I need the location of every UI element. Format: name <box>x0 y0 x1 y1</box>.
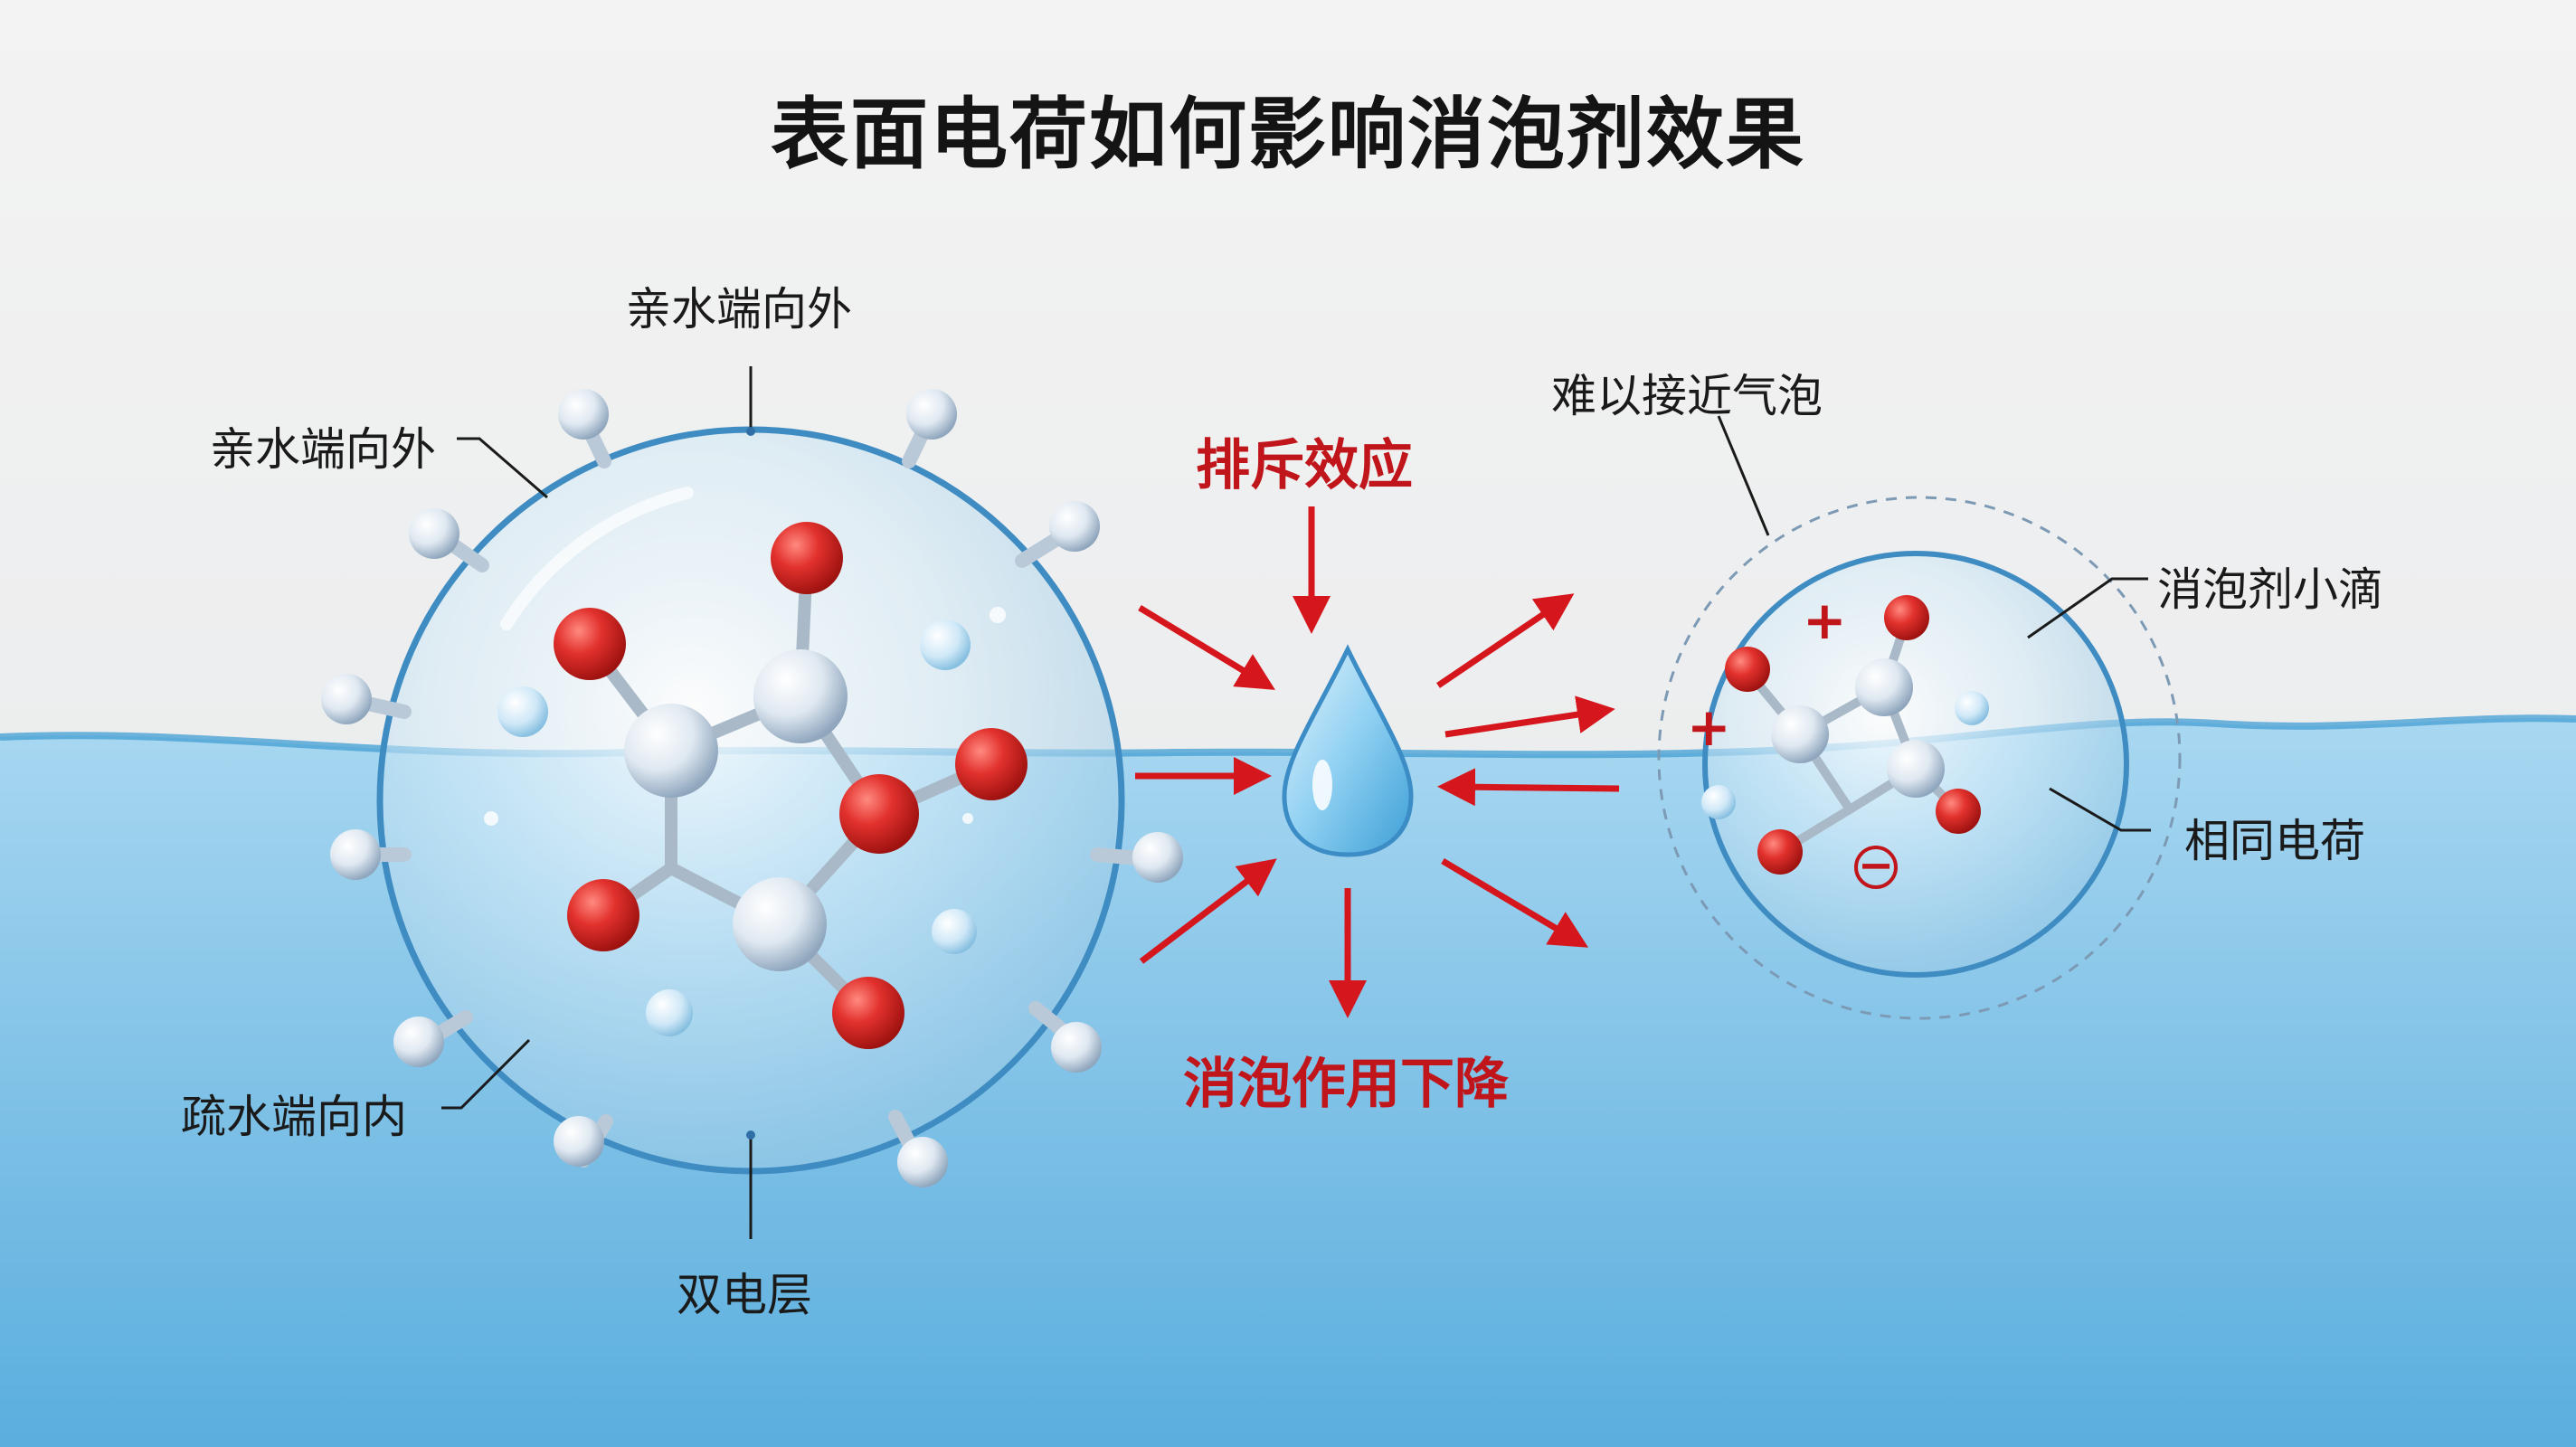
right-leader-lines <box>1717 415 2151 832</box>
label-hydrophilic-top: 亲水端向外 <box>626 283 852 336</box>
label-defoamer-droplet: 消泡剂小滴 <box>2157 563 2383 616</box>
right-droplet <box>1657 415 2182 1020</box>
right-molecule-atoms <box>1725 595 1981 875</box>
charge-symbol: + <box>1687 696 1731 758</box>
approach-zone <box>1657 496 2182 1020</box>
surfactant-heads <box>321 389 1183 1187</box>
left-droplet-body <box>376 426 1125 1175</box>
charge-symbol: − <box>1854 844 1898 889</box>
left-droplet-highlight <box>500 487 694 630</box>
repulsion-arrows <box>1135 506 1620 1018</box>
left-leader-lines <box>441 366 755 1239</box>
label-defoaming-reduced: 消泡作用下降 <box>1183 1053 1509 1116</box>
charge-symbol: + <box>1803 590 1847 651</box>
right-inner-bubbles <box>1701 691 1989 819</box>
inner-bubbles <box>484 607 1006 1036</box>
left-droplet <box>321 366 1183 1239</box>
teardrop-highlight <box>1312 760 1332 810</box>
label-hard-to-approach: 难以接近气泡 <box>1551 370 1823 422</box>
label-hydrophobic-inward: 疏水端向内 <box>181 1091 407 1143</box>
label-hydrophilic-left: 亲水端向外 <box>210 423 436 476</box>
molecule-atoms <box>554 522 1028 1049</box>
page-title: 表面电荷如何影响消泡剂效果 <box>771 90 1805 180</box>
label-repulsion-effect: 排斥效应 <box>1196 434 1413 497</box>
label-double-layer: 双电层 <box>677 1269 812 1321</box>
label-same-charge: 相同电荷 <box>2184 815 2365 867</box>
